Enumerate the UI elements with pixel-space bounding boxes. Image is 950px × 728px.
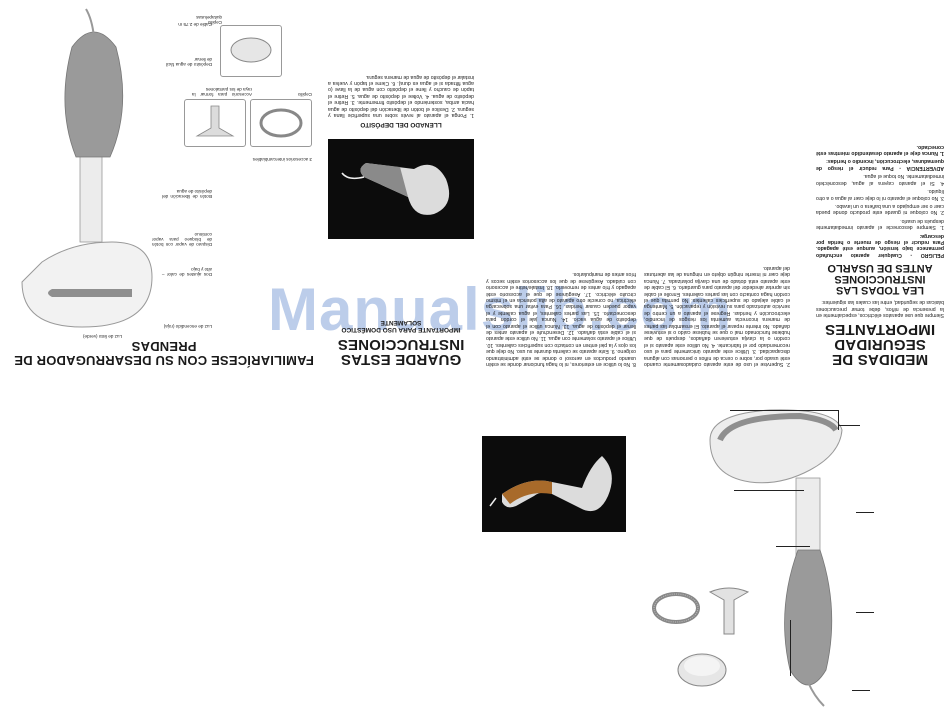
leader-line bbox=[856, 512, 874, 513]
crease-tool-icon bbox=[195, 105, 235, 137]
safety-text-3: 8. No lo utilice en exteriores, ni lo ha… bbox=[486, 271, 636, 367]
label-brush: Cepillo bbox=[297, 92, 312, 97]
diagram-column: FAMILIARÍCESE CON SU DESARRUGADOR DE PRE… bbox=[6, 2, 322, 368]
danger-text: PELIGRO - Cualquier aparato enchufado pe… bbox=[816, 232, 944, 258]
brush-icon bbox=[259, 108, 303, 138]
safety-intro: Siempre que use aparatos eléctricos, esp… bbox=[816, 299, 944, 318]
label-crease: Accesorio para formar la raya de los pan… bbox=[192, 87, 252, 97]
leader-line bbox=[734, 490, 804, 491]
lint-brush-icon bbox=[230, 37, 272, 63]
household-use-title: IMPORTANTE PARA USO DOMÉSTICO SOLAMENTE bbox=[341, 319, 461, 333]
filling-text: 1. Ponga el aparato al revés sobre una s… bbox=[328, 73, 474, 118]
warning-item-1: 1. Nunca deje el aparato desatendido mie… bbox=[816, 143, 944, 157]
safety-column-3: 8. No lo utilice en exteriores, ni lo ha… bbox=[486, 269, 636, 367]
read-instructions-title: LEA TODAS LAS INSTRUCCIONES ANTES DE USA… bbox=[827, 261, 933, 296]
lint-accessory-icon bbox=[677, 653, 727, 687]
safety-column: MEDIDAS DE SEGURIDAD IMPORTANTES Siempre… bbox=[816, 141, 944, 368]
label-power-light: Luz de encendido (roja) bbox=[163, 324, 212, 329]
steamer-side-diagram bbox=[709, 409, 843, 707]
danger-item-1: 1. Siempre desconecte el aparato inmedia… bbox=[816, 217, 944, 231]
steamer-black-photo-graphic bbox=[489, 456, 612, 512]
safety-text-2: 2. Supervise el uso de este aparato cuid… bbox=[644, 264, 790, 367]
watermark: Manualslib.com bbox=[268, 276, 733, 343]
leader-line bbox=[852, 690, 870, 691]
safety-title: MEDIDAS DE SEGURIDAD IMPORTANTES bbox=[824, 321, 936, 368]
steamer-photo bbox=[328, 139, 474, 239]
danger-item-2: 2. No coloque ni guarde este producto do… bbox=[816, 202, 944, 216]
leader-line bbox=[856, 612, 874, 613]
brush-accessory-icon bbox=[652, 592, 700, 624]
accessory-brush-box bbox=[250, 99, 312, 147]
warning-text: ADVERTENCIA - Para reducir el riesgo de … bbox=[816, 158, 944, 171]
leader-line bbox=[776, 546, 810, 547]
leader-line bbox=[730, 410, 838, 411]
label-ready-light: Luz de listo (verde) bbox=[82, 334, 122, 339]
steamer-photo-graphic bbox=[341, 163, 450, 215]
accessory-lint-box bbox=[220, 25, 282, 77]
filling-section: LLENADO DEL DEPÓSITO 1. Ponga el aparato… bbox=[328, 71, 474, 131]
leader-line bbox=[838, 425, 860, 426]
danger-item-3: 3. No coloque el aparato ni lo deje caer… bbox=[816, 188, 944, 201]
accessory-crease-box bbox=[184, 99, 246, 147]
label-accessories: 3 accesorios intercambiables bbox=[252, 157, 312, 162]
label-trigger: Disparo de vapor con botón de bloqueo pa… bbox=[152, 232, 212, 247]
label-lint: Cepillo quitapelusas bbox=[196, 15, 222, 25]
crease-accessory-icon bbox=[708, 587, 750, 635]
steamer-diagram bbox=[21, 8, 153, 328]
danger-item-4: 4. Si el aparato cayera al agua, desconé… bbox=[816, 173, 944, 186]
label-tank: Depósito de agua fácil de llenar bbox=[166, 57, 212, 67]
label-release: Botón de liberación del depósito de agua bbox=[162, 189, 212, 199]
steamer-black-photo bbox=[482, 436, 626, 532]
leader-line bbox=[838, 410, 839, 430]
diagram-title: FAMILIARÍCESE CON SU DESARRUGADOR DE PRE… bbox=[14, 339, 314, 368]
label-heat: Dos ajustes de calor – alto y bajo bbox=[162, 267, 212, 277]
top-panel-rotated: MEDIDAS DE SEGURIDAD IMPORTANTES Siempre… bbox=[6, 2, 944, 368]
filling-title: LLENADO DEL DEPÓSITO bbox=[360, 121, 442, 128]
save-instructions-title: GUARDE ESTAS INSTRUCCIONES bbox=[337, 336, 465, 368]
leader-line bbox=[790, 620, 791, 676]
safety-column-2: 2. Supervise el uso de este aparato cuid… bbox=[644, 263, 790, 367]
filling-column: GUARDE ESTAS INSTRUCCIONES IMPORTANTE PA… bbox=[328, 74, 474, 368]
